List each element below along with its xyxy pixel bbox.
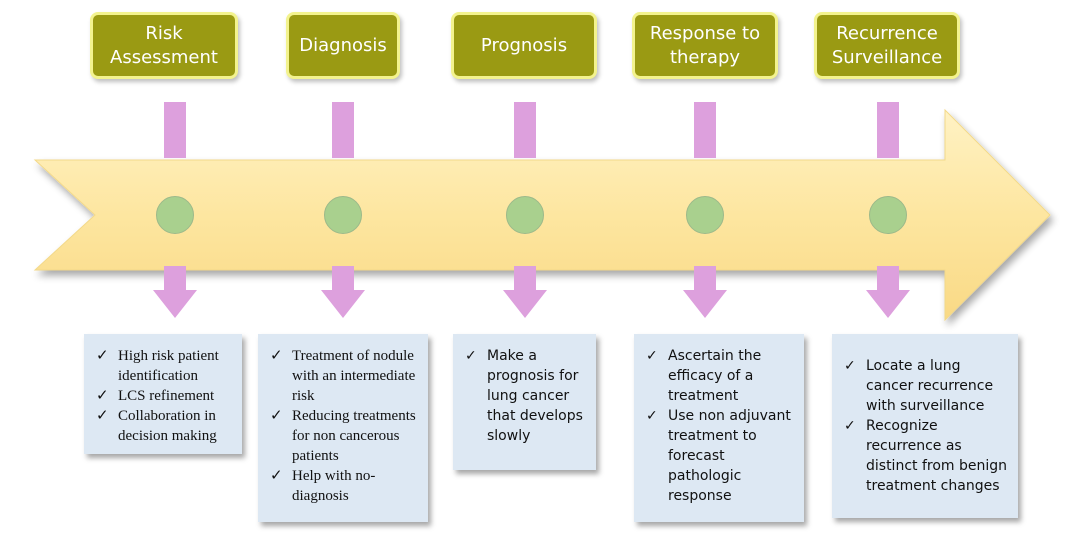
down-arrow-icon xyxy=(683,266,727,318)
check-icon: ✓ xyxy=(270,348,283,364)
check-icon: ✓ xyxy=(844,358,856,374)
detail-item: ✓High risk patient identification xyxy=(96,348,219,384)
check-icon: ✓ xyxy=(646,408,658,424)
detail-item: ✓Reducing treatments for non cancerous p… xyxy=(270,408,416,464)
stage-title-text: Risk Assessment xyxy=(110,22,218,68)
connector-bar xyxy=(514,102,536,158)
check-icon: ✓ xyxy=(270,468,283,484)
connector-bar xyxy=(164,102,186,158)
detail-item: ✓Collaboration in decision making xyxy=(96,408,217,444)
detail-box-recurrence-surveillance: ✓Locate a lung cancer recurrence with su… xyxy=(832,334,1018,518)
detail-item: ✓Use non adjuvant treatment to forecast … xyxy=(646,408,791,504)
detail-item: ✓Treatment of nodule with an intermediat… xyxy=(270,348,416,404)
check-icon: ✓ xyxy=(465,348,477,364)
timeline-marker xyxy=(506,196,544,234)
stage-title-risk-assessment: Risk Assessment xyxy=(90,12,238,79)
down-arrow-icon xyxy=(153,266,197,318)
check-icon: ✓ xyxy=(96,348,109,364)
down-arrow-icon xyxy=(866,266,910,318)
detail-item: ✓LCS refinement xyxy=(96,388,215,404)
timeline-marker xyxy=(869,196,907,234)
detail-item: ✓Ascertain the efficacy of a treatment xyxy=(646,348,762,404)
timeline-marker xyxy=(686,196,724,234)
stage-title-text: Recurrence Surveillance xyxy=(831,22,943,68)
connector-bar xyxy=(332,102,354,158)
detail-item: ✓Locate a lung cancer recurrence with su… xyxy=(844,358,994,414)
detail-item: ✓Make a prognosis for lung cancer that d… xyxy=(465,348,583,444)
check-icon: ✓ xyxy=(646,348,658,364)
stage-title-recurrence-surveillance: Recurrence Surveillance xyxy=(814,12,960,79)
stage-title-text: Diagnosis xyxy=(299,34,387,56)
down-arrow-icon xyxy=(503,266,547,318)
detail-item: ✓Recognize recurrence as distinct from b… xyxy=(844,418,1008,494)
stage-title-text: Prognosis xyxy=(480,34,568,56)
stage-title-response-to-therapy: Response to therapy xyxy=(632,12,778,79)
detail-box-diagnosis: ✓Treatment of nodule with an intermediat… xyxy=(258,334,428,522)
connector-bar xyxy=(877,102,899,158)
check-icon: ✓ xyxy=(96,388,109,404)
detail-box-risk-assessment: ✓High risk patient identification ✓LCS r… xyxy=(84,334,242,454)
timeline-marker xyxy=(324,196,362,234)
connector-bar xyxy=(694,102,716,158)
check-icon: ✓ xyxy=(844,418,856,434)
detail-box-response-to-therapy: ✓Ascertain the efficacy of a treatment ✓… xyxy=(634,334,804,522)
detail-item: ✓Help with no-diagnosis xyxy=(270,468,376,504)
check-icon: ✓ xyxy=(270,408,283,424)
down-arrow-icon xyxy=(321,266,365,318)
stage-title-diagnosis: Diagnosis xyxy=(286,12,400,79)
stage-title-prognosis: Prognosis xyxy=(451,12,597,79)
detail-box-prognosis: ✓Make a prognosis for lung cancer that d… xyxy=(453,334,596,470)
stage-title-text: Response to therapy xyxy=(649,22,761,68)
timeline-marker xyxy=(156,196,194,234)
check-icon: ✓ xyxy=(96,408,109,424)
